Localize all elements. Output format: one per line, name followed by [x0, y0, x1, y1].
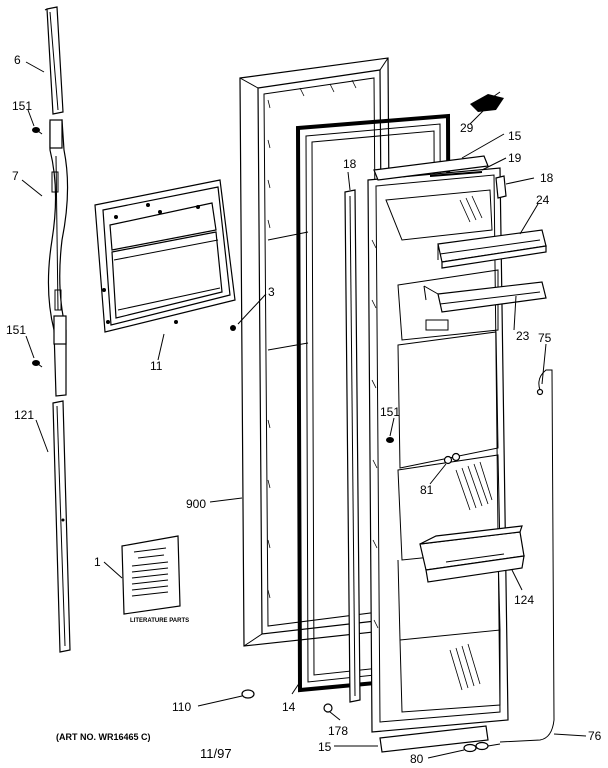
label-part-110: 110 — [172, 700, 191, 714]
liner-edge-marks — [371, 239, 379, 629]
part-80-hinge — [463, 741, 501, 753]
label-part-80: 80 — [410, 752, 424, 766]
part-18-breaker-strip-left — [344, 189, 361, 703]
part-18-right-strip — [495, 175, 507, 199]
part-11-dispenser-frame — [94, 179, 236, 333]
part-81-clip — [443, 452, 461, 465]
part-124-bin — [419, 525, 525, 583]
art-number: (ART NO. WR16465 C) — [56, 732, 151, 742]
label-part-23: 23 — [516, 329, 530, 343]
label-part-7: 7 — [12, 169, 19, 183]
part-19-strip — [429, 171, 483, 177]
inner-door-liner — [367, 167, 509, 733]
label-part-3: 3 — [268, 285, 275, 299]
label-part-151-b: 151 — [6, 323, 26, 337]
part-178-screw — [323, 703, 333, 713]
part-151-screw-liner — [386, 437, 394, 443]
part-15-bottom-bracket — [379, 725, 489, 753]
part-number-labels: 6 151 7 151 121 11 3 900 1 110 14 18 15 … — [6, 53, 602, 766]
label-part-29: 29 — [460, 121, 474, 135]
label-part-18-left: 18 — [343, 157, 357, 171]
label-part-1: 1 — [94, 555, 101, 569]
label-part-15-top: 15 — [508, 129, 522, 143]
label-part-151-a: 151 — [12, 99, 32, 113]
label-part-6: 6 — [14, 53, 21, 67]
part-23-lower-shelf — [423, 281, 547, 313]
part-6-trim-cap — [44, 6, 64, 115]
label-part-24: 24 — [536, 193, 550, 207]
label-part-75: 75 — [538, 331, 552, 345]
leader-lines — [21, 61, 587, 759]
label-part-19: 19 — [508, 151, 522, 165]
label-part-121: 121 — [14, 408, 34, 422]
liner-shading — [449, 195, 493, 691]
label-part-14: 14 — [282, 700, 296, 714]
label-part-18-right: 18 — [540, 171, 554, 185]
part-3-plug — [230, 325, 236, 331]
part-151-screw-top — [32, 127, 43, 135]
label-part-11: 11 — [150, 359, 163, 373]
part-7-handle — [47, 119, 69, 397]
label-part-15-bottom: 15 — [318, 740, 332, 754]
part-15-top-bracket — [373, 155, 489, 181]
part-110-plug — [241, 689, 255, 699]
label-part-81: 81 — [420, 483, 434, 497]
part-121-lower-trim — [52, 400, 71, 653]
date-code: 11/97 — [200, 746, 232, 761]
label-part-178: 178 — [328, 724, 348, 738]
part-75-wire — [499, 369, 555, 743]
part-29-brush — [470, 91, 504, 112]
part-24-upper-shelf — [437, 229, 547, 269]
label-part-76: 76 — [588, 729, 602, 743]
label-part-124: 124 — [514, 593, 534, 607]
label-part-900: 900 — [186, 497, 206, 511]
door-hatch-marks — [267, 79, 357, 599]
part-151-screw-lower — [32, 360, 43, 368]
part-1-literature: LITERATURE PARTS — [121, 535, 189, 624]
literature-card-label: LITERATURE PARTS — [130, 618, 189, 624]
label-part-151-c: 151 — [380, 405, 400, 419]
